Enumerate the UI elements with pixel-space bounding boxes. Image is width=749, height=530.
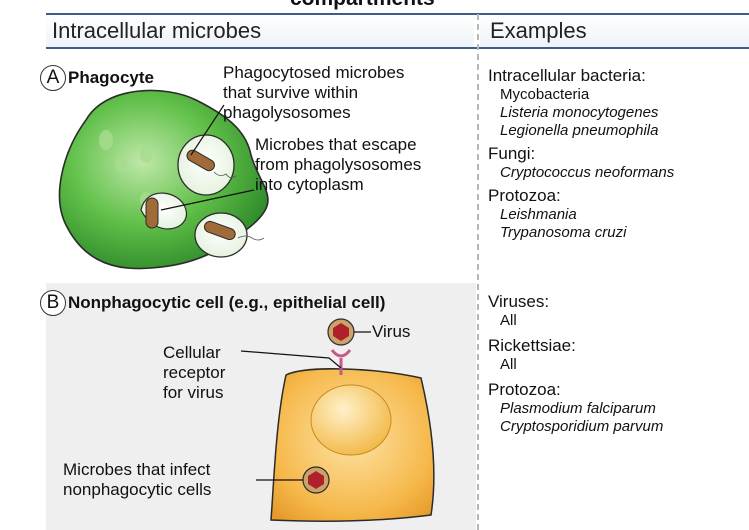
receptor-line: Cellular bbox=[163, 343, 225, 363]
viruses-heading: Viruses: bbox=[488, 292, 663, 312]
example-item: Mycobacteria bbox=[488, 86, 674, 104]
header-intracellular-microbes: Intracellular microbes bbox=[52, 18, 261, 44]
infect-line: nonphagocytic cells bbox=[63, 480, 211, 500]
header-top-rule bbox=[46, 13, 749, 15]
example-item: Leishmania bbox=[488, 206, 674, 224]
example-item: Trypanosoma cruzi bbox=[488, 224, 674, 242]
nucleus bbox=[311, 385, 391, 455]
virus-in-cell bbox=[303, 467, 329, 493]
bacterium-in-cytoplasm bbox=[146, 198, 158, 228]
annotation-line: that survive within bbox=[223, 83, 404, 103]
protozoa-heading: Protozoa: bbox=[488, 186, 674, 206]
header-bottom-rule bbox=[46, 47, 749, 49]
virus-particle bbox=[328, 319, 354, 345]
bacteria-heading: Intracellular bacteria: bbox=[488, 66, 674, 86]
annotation-line: into cytoplasm bbox=[255, 175, 421, 195]
infect-label: Microbes that infect nonphagocytic cells bbox=[63, 460, 211, 500]
annotation-line: from phagolysosomes bbox=[255, 155, 421, 175]
column-divider bbox=[477, 14, 479, 530]
annotation-escape: Microbes that escape from phagolysosomes… bbox=[255, 135, 421, 195]
annotation-line: Microbes that escape bbox=[255, 135, 421, 155]
example-item: Legionella pneumophila bbox=[488, 122, 674, 140]
example-item: Cryptococcus neoformans bbox=[488, 164, 674, 182]
receptor-line: receptor bbox=[163, 363, 225, 383]
example-item: Cryptosporidium parvum bbox=[488, 418, 663, 436]
example-item: Listeria monocytogenes bbox=[488, 104, 674, 122]
example-item: All bbox=[488, 356, 663, 374]
receptor-line: for virus bbox=[163, 383, 225, 403]
annotation-line: Phagocytosed microbes bbox=[223, 63, 404, 83]
examples-b: Viruses: All Rickettsiae: All Protozoa: … bbox=[488, 292, 663, 436]
virus-label: Virus bbox=[372, 322, 410, 342]
fungi-heading: Fungi: bbox=[488, 144, 674, 164]
header-examples: Examples bbox=[490, 18, 587, 44]
annotation-phagolysosome: Phagocytosed microbes that survive withi… bbox=[223, 63, 404, 123]
diagram-title: compartments bbox=[290, 0, 435, 11]
annotation-line: phagolysosomes bbox=[223, 103, 404, 123]
protozoa-heading: Protozoa: bbox=[488, 380, 663, 400]
examples-a: Intracellular bacteria: Mycobacteria Lis… bbox=[488, 66, 674, 242]
infect-line: Microbes that infect bbox=[63, 460, 211, 480]
example-item: All bbox=[488, 312, 663, 330]
receptor-label: Cellular receptor for virus bbox=[163, 343, 225, 403]
example-item: Plasmodium falciparum bbox=[488, 400, 663, 418]
rickettsiae-heading: Rickettsiae: bbox=[488, 336, 663, 356]
